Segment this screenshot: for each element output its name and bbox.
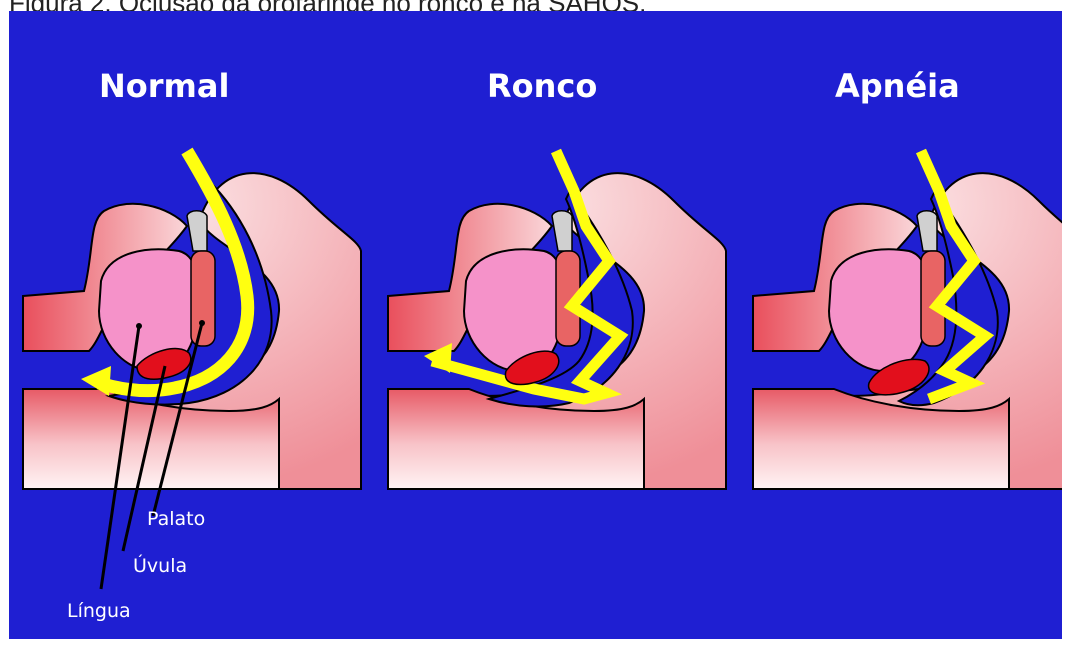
- panel-title-apneia: Apnéia: [835, 67, 960, 105]
- panel-title-normal: Normal: [99, 67, 229, 105]
- panel-ronco-drawing: [388, 151, 726, 489]
- airway-diagram: [9, 11, 1062, 639]
- panel-apneia-drawing: [753, 151, 1062, 489]
- label-uvula: Úvula: [133, 555, 187, 577]
- label-palato: Palato: [147, 508, 205, 530]
- label-lingua: Língua: [67, 600, 131, 622]
- airway-figure: Normal Ronco Apnéia Palato Úvula Língua: [9, 11, 1062, 639]
- panel-title-ronco: Ronco: [487, 67, 597, 105]
